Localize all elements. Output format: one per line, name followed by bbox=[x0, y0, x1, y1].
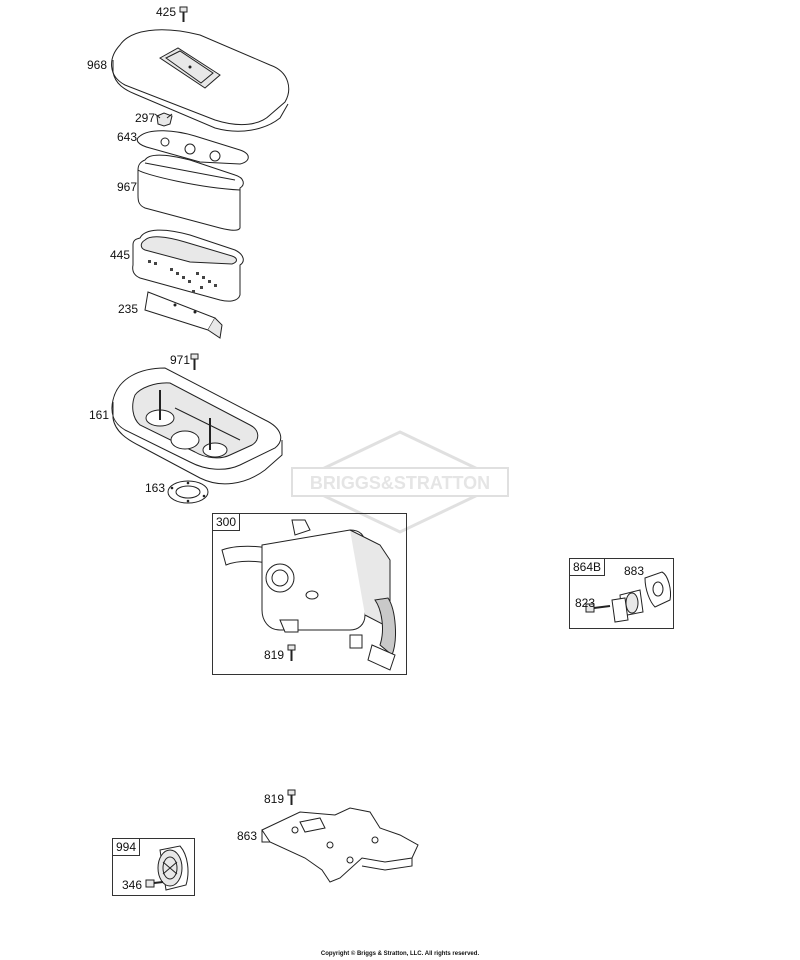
callout-161: 161 bbox=[89, 408, 110, 422]
part-864b-pipe bbox=[611, 589, 644, 623]
callout-971: 971 bbox=[170, 353, 191, 367]
callout-819-b: 819 bbox=[264, 792, 285, 806]
part-968-cover bbox=[111, 29, 290, 132]
callout-967: 967 bbox=[117, 180, 138, 194]
assembly-label-300: 300 bbox=[212, 513, 241, 531]
part-971-screw bbox=[190, 353, 199, 370]
part-235-baffle bbox=[144, 291, 223, 339]
callout-968: 968 bbox=[87, 58, 108, 72]
part-300-muffler bbox=[221, 519, 396, 671]
callout-346: 346 bbox=[122, 878, 143, 892]
part-967-precleaner bbox=[137, 154, 244, 231]
callout-819-a: 819 bbox=[264, 648, 285, 662]
part-863-bracket bbox=[261, 807, 419, 883]
assembly-box-300 bbox=[212, 513, 407, 675]
callout-163: 163 bbox=[145, 481, 166, 495]
assembly-label-864b: 864B bbox=[569, 558, 606, 576]
part-819-screw-b bbox=[287, 789, 296, 805]
callout-425: 425 bbox=[156, 5, 177, 19]
part-823-bolt bbox=[585, 603, 611, 613]
assembly-box-864b bbox=[569, 558, 674, 629]
callout-235: 235 bbox=[118, 302, 139, 316]
callout-643: 643 bbox=[117, 130, 138, 144]
part-297-wingnut bbox=[154, 112, 173, 127]
assembly-label-994: 994 bbox=[112, 838, 141, 856]
part-161-base bbox=[111, 367, 283, 485]
callout-823: 823 bbox=[575, 596, 596, 610]
copyright-notice: Copyright © Briggs & Stratton, LLC. All … bbox=[320, 951, 480, 957]
callout-445: 445 bbox=[110, 248, 131, 262]
part-883-gasket bbox=[644, 571, 671, 608]
callout-297: 297 bbox=[135, 111, 156, 125]
part-425-screw bbox=[179, 6, 188, 22]
watermark-text: BRIGGS&STRATTON bbox=[310, 473, 490, 493]
callout-883: 883 bbox=[624, 564, 645, 578]
assembly-box-994 bbox=[112, 838, 195, 896]
callout-863: 863 bbox=[237, 829, 258, 843]
briggs-stratton-watermark: BRIGGS&STRATTON bbox=[291, 430, 509, 534]
part-819-screw-a bbox=[287, 644, 296, 661]
part-994-arrestor bbox=[157, 845, 189, 891]
part-643-plate bbox=[136, 130, 249, 165]
part-445-filter bbox=[132, 229, 244, 302]
part-346-screw bbox=[145, 879, 164, 888]
part-163-gasket bbox=[167, 480, 209, 504]
